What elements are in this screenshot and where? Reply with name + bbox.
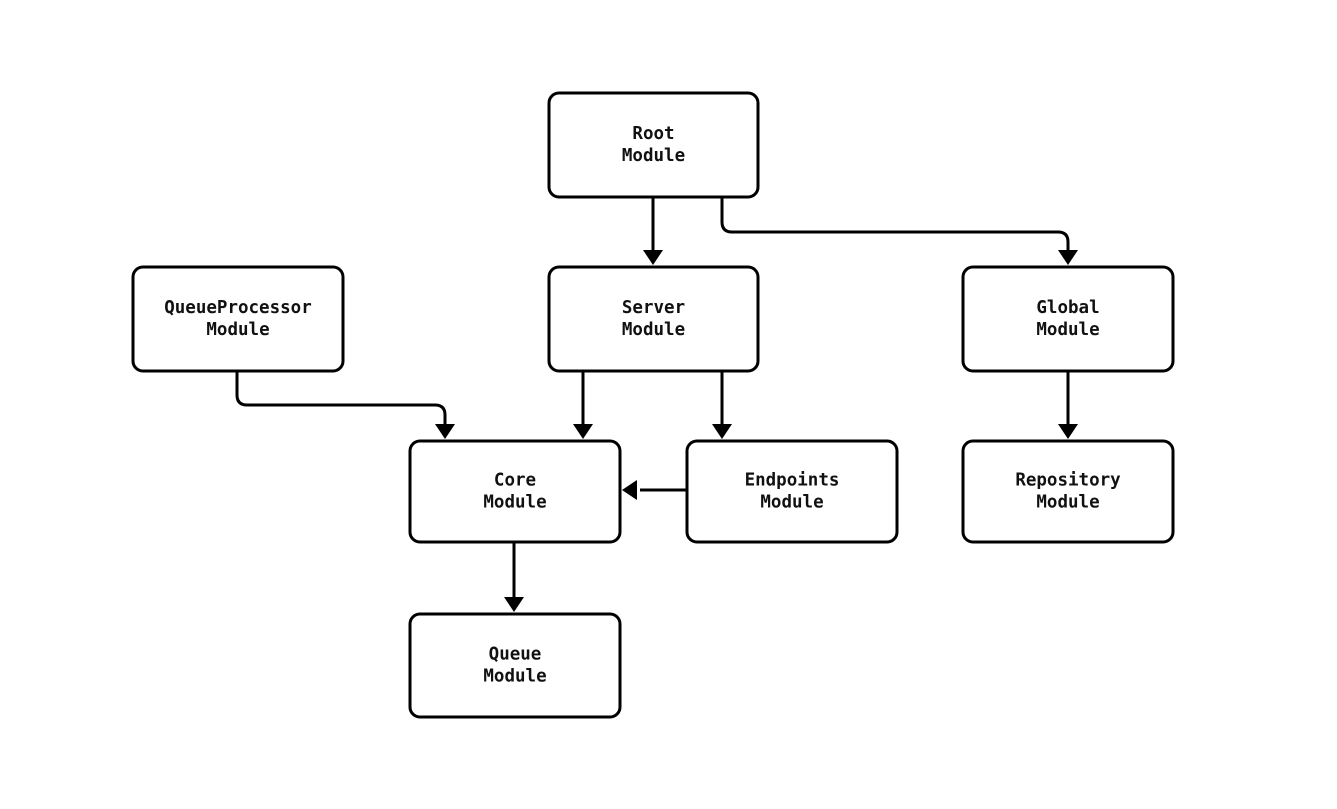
node-label-line1: Server <box>622 298 685 318</box>
nodes-layer: RootModuleQueueProcessorModuleServerModu… <box>131 91 1175 719</box>
node-label-line2: Module <box>1036 493 1099 513</box>
arrowhead-icon <box>1058 424 1078 439</box>
edge-server-to-endpoints <box>712 371 732 439</box>
node-label-line2: Module <box>622 320 685 340</box>
node-label-line2: Module <box>1036 320 1099 340</box>
node-box[interactable] <box>408 439 622 544</box>
arrowhead-icon <box>1058 250 1078 265</box>
node-box[interactable] <box>961 439 1175 544</box>
node-box[interactable] <box>547 91 760 199</box>
node-box[interactable] <box>685 439 899 544</box>
edge-global-to-repository <box>1058 371 1078 439</box>
arrowhead-icon <box>622 480 637 500</box>
edges-layer <box>235 197 1078 612</box>
node-label-line2: Module <box>483 667 546 687</box>
arrowhead-icon <box>573 424 593 439</box>
edge-core-to-queue <box>504 542 524 612</box>
edge-line <box>235 371 447 425</box>
node-label-line1: Endpoints <box>745 471 840 491</box>
node-label-line1: Root <box>632 124 674 144</box>
node-label-line1: Core <box>494 471 536 491</box>
node-label-line2: Module <box>622 146 685 166</box>
edge-root-to-global <box>720 197 1078 265</box>
node-label-line1: Repository <box>1015 471 1121 491</box>
arrowhead-icon <box>712 424 732 439</box>
edge-server-to-core <box>573 371 593 439</box>
node-box[interactable] <box>961 265 1175 373</box>
node-box[interactable] <box>547 265 760 373</box>
node-label-line2: Module <box>760 493 823 513</box>
edge-root-to-server <box>643 197 663 265</box>
node-label-line1: Queue <box>489 645 542 665</box>
node-box[interactable] <box>131 265 345 373</box>
node-label-line1: Global <box>1036 298 1099 318</box>
node-label-line2: Module <box>206 320 269 340</box>
edge-line <box>720 197 1070 251</box>
edge-queueprocessor-to-core <box>235 371 455 439</box>
edge-endpoints-to-core <box>622 480 687 500</box>
arrowhead-icon <box>643 250 663 265</box>
arrowhead-icon <box>504 597 524 612</box>
arrowhead-icon <box>435 424 455 439</box>
node-box[interactable] <box>408 612 622 719</box>
node-label-line2: Module <box>483 493 546 513</box>
node-label-line1: QueueProcessor <box>164 298 312 318</box>
